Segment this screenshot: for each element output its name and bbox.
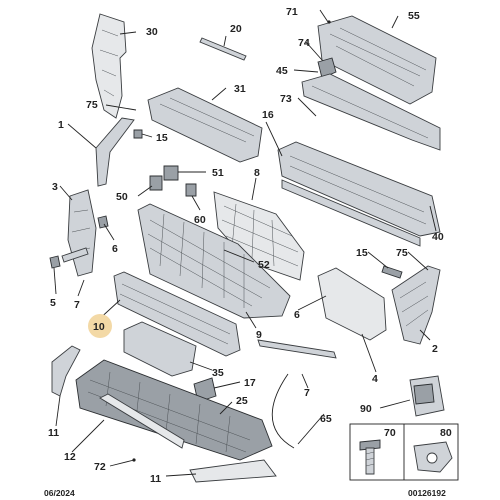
footer-reference: 00126192 <box>408 488 446 498</box>
callout-35: 35 <box>212 367 224 379</box>
callout-73: 73 <box>280 93 292 105</box>
part-11-left-trim <box>51 345 81 397</box>
clip-nut-icon <box>413 441 453 473</box>
part-1-bracket <box>95 117 135 187</box>
callout-2: 2 <box>432 343 438 355</box>
callout-9: 9 <box>256 329 262 341</box>
footer-date: 06/2024 <box>44 488 75 498</box>
callout-8: 8 <box>254 167 260 179</box>
callout-90: 90 <box>360 403 372 415</box>
part-16-absorber <box>277 141 441 237</box>
part-6-panel <box>317 267 387 341</box>
callout-51: 51 <box>212 167 224 179</box>
callout-31: 31 <box>234 83 246 95</box>
part-73-beam <box>301 73 441 151</box>
callout-25: 25 <box>236 395 248 407</box>
callout-17: 17 <box>244 377 256 389</box>
leader-lines <box>53 9 437 477</box>
part-74-bracket <box>317 57 337 79</box>
callout-20: 20 <box>230 23 242 35</box>
part-12-strip <box>99 393 185 449</box>
callout-3: 3 <box>52 181 58 193</box>
callout-71: 71 <box>286 6 298 18</box>
part-90-module <box>409 375 445 417</box>
callout-45: 45 <box>276 65 288 77</box>
part-7-trim <box>61 247 89 263</box>
part-65-wire <box>271 373 295 449</box>
callout-6-left: 6 <box>112 243 118 255</box>
part-5-clip <box>49 255 61 269</box>
callout-5: 5 <box>50 297 56 309</box>
callout-12: 12 <box>64 451 76 463</box>
callout-10: 10 <box>93 321 105 333</box>
callout-40: 40 <box>432 231 444 243</box>
callout-75-right: 75 <box>396 247 408 259</box>
part-9-grille <box>137 203 291 319</box>
fastener-inset: 70 80 <box>349 423 459 481</box>
part-20-strip <box>199 37 247 61</box>
callout-10-highlight <box>88 314 112 338</box>
callout-74: 74 <box>298 37 310 49</box>
part-11-right-trim <box>189 459 277 483</box>
part-51-fitting <box>163 165 179 181</box>
part-50-fitting <box>149 175 163 191</box>
callout-11-right: 11 <box>150 473 161 485</box>
part-31-bracket <box>147 87 263 163</box>
callout-7-left: 7 <box>74 299 80 311</box>
part-2-corner <box>391 265 441 345</box>
part-25-undertray <box>75 359 273 461</box>
screw-icon <box>359 439 381 475</box>
part-7-right-trim <box>257 339 337 359</box>
callout-15-top: 15 <box>156 132 168 144</box>
callout-4: 4 <box>372 373 378 385</box>
callout-50: 50 <box>116 191 128 203</box>
inset-label-70: 70 <box>384 427 396 439</box>
callout-1: 1 <box>58 119 64 131</box>
part-3-side-bracket <box>67 189 97 277</box>
inset-label-80: 80 <box>440 427 452 439</box>
part-40-beam <box>281 179 421 247</box>
part-10-lower-grille <box>113 271 241 357</box>
part-6-clip-left <box>97 215 109 229</box>
callout-labels: 30 20 31 71 55 74 45 73 75 1 15 16 51 50… <box>48 6 444 485</box>
callout-60: 60 <box>194 214 206 226</box>
callout-16: 16 <box>262 109 274 121</box>
callout-11-left: 11 <box>48 427 59 439</box>
part-60-fitting <box>185 183 197 197</box>
callout-30: 30 <box>146 26 158 38</box>
part-8-grille-frame <box>213 191 305 281</box>
callout-75-left: 75 <box>86 99 98 111</box>
part-15-clip <box>133 129 143 139</box>
callout-7-right: 7 <box>304 387 310 399</box>
part-35-plate <box>123 321 197 377</box>
callout-6-right: 6 <box>294 309 300 321</box>
callout-15-right: 15 <box>356 247 368 259</box>
callout-72: 72 <box>94 461 106 473</box>
callout-65: 65 <box>320 413 332 425</box>
callout-55: 55 <box>408 10 420 22</box>
callout-52: 52 <box>258 259 270 271</box>
part-15-right-clip <box>381 265 403 279</box>
